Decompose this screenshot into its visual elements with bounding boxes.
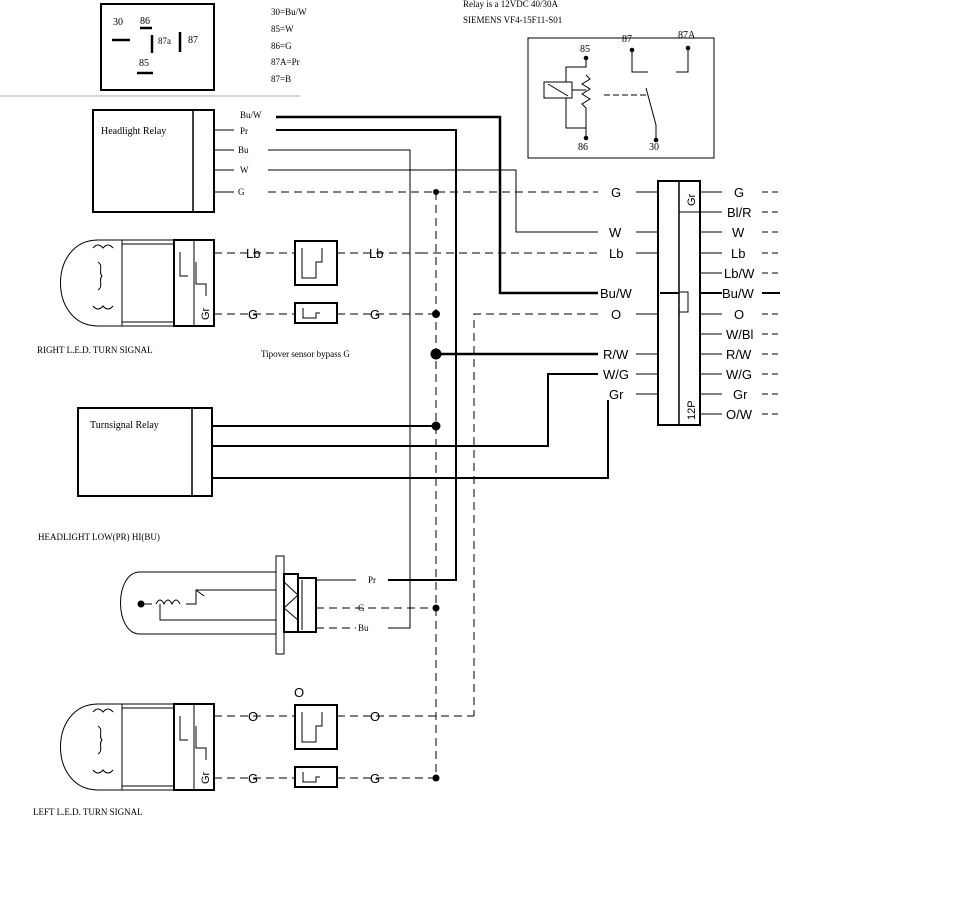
12p-left-w: W [609, 225, 622, 240]
headlight-wire-pr: Pr [368, 575, 376, 585]
12p-left-rw: R/W [603, 347, 629, 362]
right-turn-label: RIGHT L.E.D. TURN SIGNAL [37, 345, 153, 355]
right-lb-label: Lb [369, 246, 383, 261]
right-connector-gr: Gr [200, 307, 212, 320]
12p-gr-label: Gr [686, 193, 698, 206]
left-turn-bulb [61, 704, 175, 790]
left-turn-connector [174, 704, 214, 790]
junction-dots [431, 190, 441, 782]
12p-left-g: G [611, 185, 621, 200]
left-o-label: O [248, 709, 258, 724]
right-lb-label: Lb [246, 246, 260, 261]
headlight-relay-label: Headlight Relay [101, 126, 166, 137]
relay-wire-bu: Bu [238, 145, 249, 155]
harness-wires [212, 117, 608, 778]
12p-right-pin: G [734, 185, 744, 200]
12p-right-pin: Bu/W [722, 286, 755, 301]
right-signal-wires [214, 253, 436, 314]
mapping-line: 86=G [271, 41, 292, 51]
12p-right-pin: Bl/R [727, 205, 752, 220]
12p-right-wires [700, 192, 780, 414]
12p-right-pin: Gr [733, 387, 748, 402]
12p-left-gr: Gr [609, 387, 624, 402]
mapping-line: 87=B [271, 74, 291, 84]
12p-right-pin: O [734, 307, 744, 322]
relay-spec-line: SIEMENS VF4-15F11-S01 [463, 15, 562, 25]
turnsignal-relay-box [78, 408, 212, 496]
12p-left-buw: Bu/W [600, 286, 633, 301]
left-signal-wires [214, 716, 474, 778]
12p-right-pin: W/G [726, 367, 752, 382]
12p-right-pin: Lb/W [724, 266, 755, 281]
12p-left-lb: Lb [609, 246, 623, 261]
left-o-label-top: O [294, 685, 304, 700]
headlight-wire-bu: Bu [358, 623, 369, 633]
left-turn-label: LEFT L.E.D. TURN SIGNAL [33, 807, 143, 817]
pinout-87a: 87a [158, 36, 171, 46]
right-signal-inline-connectors [295, 241, 337, 323]
left-g-label: G [370, 771, 380, 786]
pinout-86: 86 [140, 16, 150, 27]
12p-left-wg: W/G [603, 367, 629, 382]
headlight-wire-g: G [358, 603, 365, 613]
mapping-line: 85=W [271, 24, 294, 34]
pinout-85: 85 [139, 58, 149, 69]
12p-right-pin: R/W [726, 347, 752, 362]
right-turn-bulb [61, 240, 175, 326]
12p-connector [658, 181, 700, 425]
schematic-pin-87: 87 [622, 34, 632, 45]
relay-wire-w: W [240, 165, 249, 175]
left-signal-inline-connectors [295, 705, 337, 787]
right-turn-connector [174, 240, 214, 326]
relay-wire-pr: Pr [240, 126, 248, 136]
pinout-30: 30 [113, 17, 123, 28]
12p-left-o: O [611, 307, 621, 322]
mapping-line: 30=Bu/W [271, 7, 307, 17]
headlight-bulb [121, 556, 317, 654]
relay-pinout-box [101, 4, 214, 90]
12p-right-pin: W/Bl [726, 327, 754, 342]
relay-spec-line: Relay is a 12VDC 40/30A [463, 0, 558, 9]
turnsignal-relay-label: Turnsignal Relay [90, 420, 159, 431]
12p-right-pin: W [732, 225, 745, 240]
tipover-label: Tipover sensor bypass G [261, 349, 350, 359]
relay-schematic [528, 38, 714, 158]
left-g-label: G [248, 771, 258, 786]
schematic-pin-30: 30 [649, 142, 659, 153]
12p-right-pin: O/W [726, 407, 753, 422]
mapping-line: 87A=Pr [271, 57, 300, 67]
headlight-relay-box [93, 110, 234, 212]
left-o-label: O [370, 709, 380, 724]
schematic-pin-85: 85 [580, 44, 590, 55]
12p-right-pin: Lb [731, 246, 745, 261]
headlight-label: HEADLIGHT LOW(PR) HI(BU) [38, 532, 160, 542]
pinout-87: 87 [188, 35, 198, 46]
left-connector-gr: Gr [200, 771, 212, 784]
12p-left-stubs [636, 192, 679, 394]
right-g-label: G [370, 307, 380, 322]
schematic-pin-87a: 87A [678, 30, 696, 41]
12p-label: 12P [686, 400, 698, 420]
relay-wire-g: G [238, 187, 245, 197]
schematic-pin-86: 86 [578, 142, 588, 153]
right-g-label: G [248, 307, 258, 322]
relay-wire-buw: Bu/W [240, 110, 262, 120]
